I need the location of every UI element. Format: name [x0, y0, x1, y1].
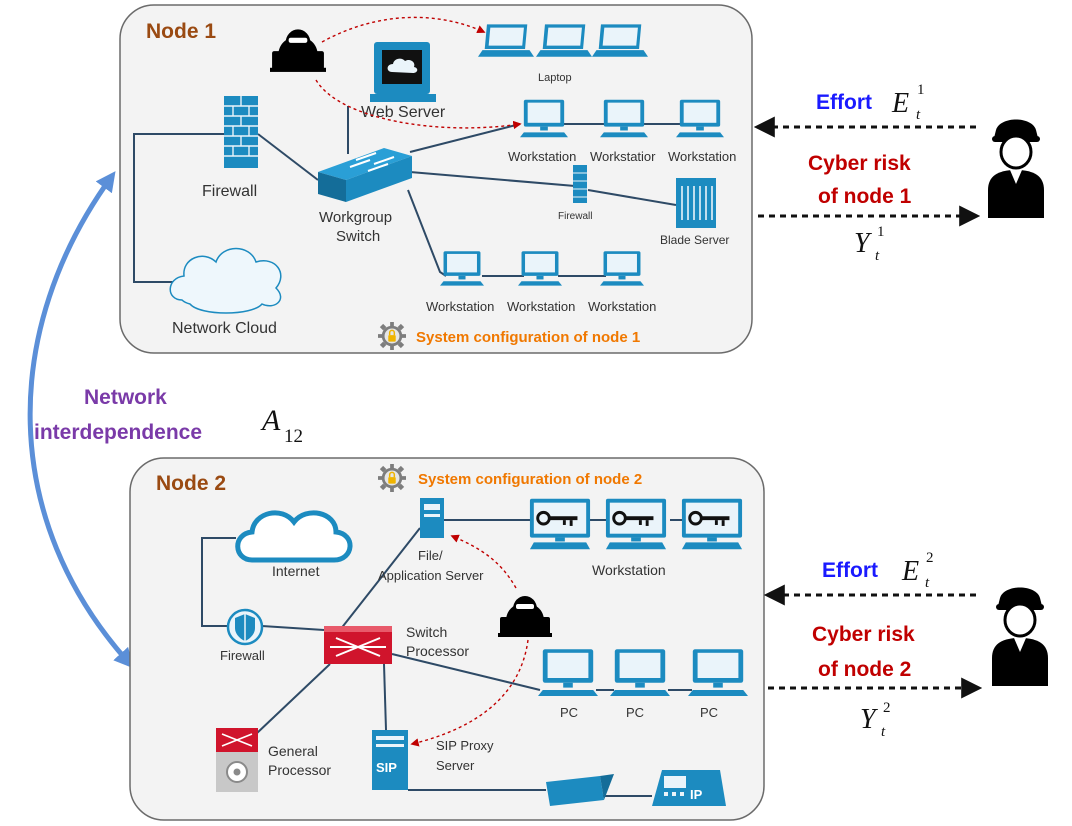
workstation-label: Workstation [508, 149, 576, 164]
network-cloud-label: Network Cloud [172, 320, 277, 337]
internet-cloud-icon [235, 510, 353, 563]
switch-processor-label-line2: Processor [406, 643, 469, 659]
effort-label: Effort [822, 559, 878, 582]
general-processor-label-line1: General [268, 743, 318, 759]
interdependence-line2: interdependence [34, 421, 202, 444]
workstation-label: Workstation [507, 299, 575, 314]
attack-arrow [410, 639, 529, 747]
workstation-label: Workstatior [590, 149, 656, 164]
workstation-label: Workstation [426, 299, 494, 314]
laptop-label: Laptop [538, 72, 572, 84]
phone-icon-text: IP [690, 787, 703, 802]
web-server-label: Web Server [361, 104, 446, 121]
file-server-label-line2: Application Server [378, 568, 484, 583]
risk-label-line2: of node 1 [818, 185, 912, 208]
sip-icon-text: SIP [376, 760, 397, 775]
node-1-links [133, 106, 682, 283]
small-firewall-icon [573, 165, 587, 203]
risk-subscript: t [881, 724, 886, 740]
workgroup-switch-icon [318, 148, 412, 202]
firewall-label: Firewall [202, 183, 257, 200]
effort-label: Effort [816, 91, 872, 114]
small-firewall-label: Firewall [558, 211, 592, 222]
node-2-links [201, 519, 692, 797]
pc-label: PC [700, 705, 718, 720]
sip-label-line2: Server [436, 758, 475, 773]
attack-arrow [450, 534, 517, 589]
node-2-title: Node 2 [156, 472, 226, 495]
effort-superscript: 1 [917, 82, 925, 98]
risk-label-line1: Cyber risk [812, 623, 915, 646]
risk-superscript: 2 [883, 700, 891, 716]
risk-symbol: Y [860, 704, 879, 735]
defender-icon [986, 118, 1046, 220]
network-cloud-icon [169, 247, 282, 314]
node-1-title: Node 1 [146, 20, 216, 43]
defender-icon [990, 586, 1050, 688]
workstation-label: Workstation [588, 299, 656, 314]
risk-subscript: t [875, 248, 880, 264]
risk-label-line2: of node 2 [818, 658, 911, 681]
attack-arrow [315, 79, 522, 130]
effort-symbol: E [891, 88, 909, 119]
interdependence-line1: Network [84, 386, 167, 409]
blade-server-icon [676, 178, 716, 228]
effort-subscript: t [916, 107, 921, 123]
risk-label-line1: Cyber risk [808, 152, 911, 175]
attack-arrow [321, 16, 486, 43]
web-server-icon [370, 42, 436, 102]
firewall-icon [226, 608, 264, 646]
risk-superscript: 1 [877, 224, 885, 240]
general-processor-icon [216, 728, 258, 792]
interdependence-arrow [27, 171, 135, 669]
gear-lock-icon [378, 464, 406, 492]
firewall-icon [224, 96, 258, 168]
pc-label: PC [626, 705, 644, 720]
sip-proxy-server-icon [372, 730, 408, 790]
effort-superscript: 2 [926, 550, 934, 566]
gear-lock-icon [378, 322, 406, 350]
risk-symbol: Y [854, 228, 873, 259]
switch-processor-label-line1: Switch [406, 624, 447, 640]
pc-label: PC [560, 705, 578, 720]
switch-label-line2: Switch [336, 228, 380, 245]
effort-symbol: E [901, 556, 919, 587]
interdependence-subscript: 12 [284, 426, 303, 447]
switch-processor-icon [324, 626, 392, 664]
interdependence-symbol: A [260, 404, 281, 437]
workstation-label: Workstation [592, 562, 666, 578]
blade-server-label: Blade Server [660, 233, 729, 247]
file-server-label-line1: File/ [418, 548, 443, 563]
node-2-config-label: System configuration of node 2 [418, 471, 642, 488]
effort-subscript: t [925, 575, 930, 591]
sip-label-line1: SIP Proxy [436, 738, 494, 753]
firewall-label: Firewall [220, 648, 265, 663]
switch-label-line1: Workgroup [319, 209, 392, 226]
node-1-config-label: System configuration of node 1 [416, 329, 640, 346]
file-server-icon [420, 498, 444, 538]
workstation-label: Workstation [668, 149, 736, 164]
internet-label: Internet [272, 563, 320, 579]
gateway-icon [546, 774, 614, 806]
ip-phone-icon [652, 770, 726, 806]
general-processor-label-line2: Processor [268, 762, 331, 778]
